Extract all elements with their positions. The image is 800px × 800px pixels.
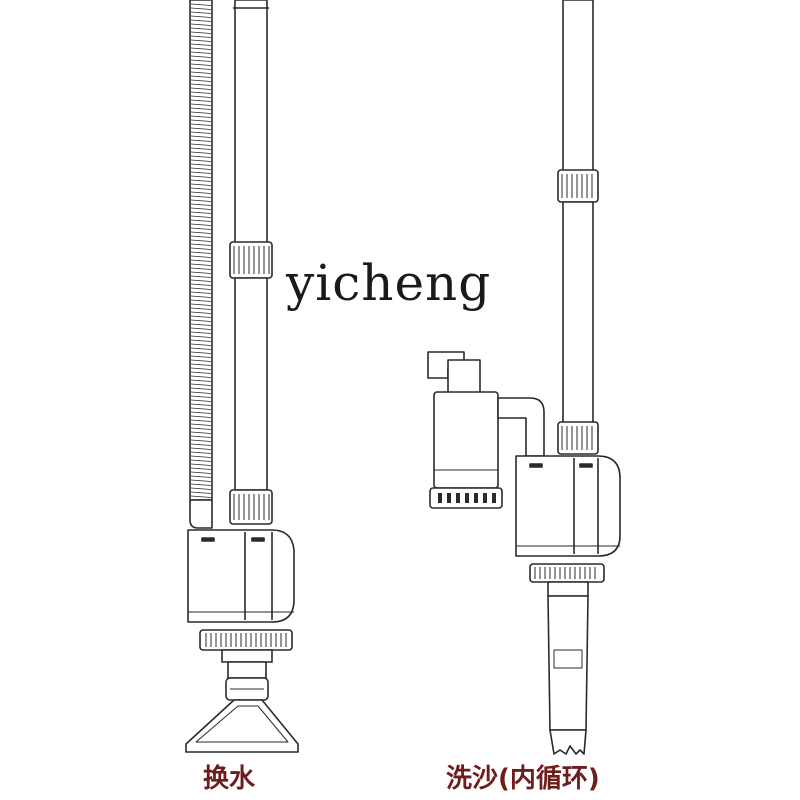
corrugated-hose [189, 0, 213, 529]
pump-body-left [187, 529, 295, 623]
lower-tube-right [562, 201, 594, 425]
wide-nozzle-left [185, 699, 299, 753]
knurled-ring-right [529, 563, 605, 583]
tube-coupling-left-upper [229, 241, 273, 279]
watermark-text: yicheng [286, 254, 492, 312]
upper-tube-right [562, 0, 594, 173]
tube-coupling-right-upper [557, 169, 599, 203]
upper-tube-left [234, 0, 268, 246]
connector-left [221, 649, 273, 701]
caption-water-change: 换水 [203, 764, 256, 794]
gravel-tube [547, 581, 589, 755]
knurled-ring-left [199, 629, 293, 651]
tube-coupling-right-lower [557, 421, 599, 455]
lower-tube-left [234, 277, 268, 491]
tube-coupling-left-lower [229, 489, 273, 525]
filter-canister [427, 351, 545, 509]
left-assembly-water-change [185, 0, 299, 753]
pump-body-right [515, 455, 621, 557]
right-assembly-gravel-wash [427, 0, 621, 755]
caption-gravel-wash: 洗沙(内循环) [446, 764, 600, 794]
